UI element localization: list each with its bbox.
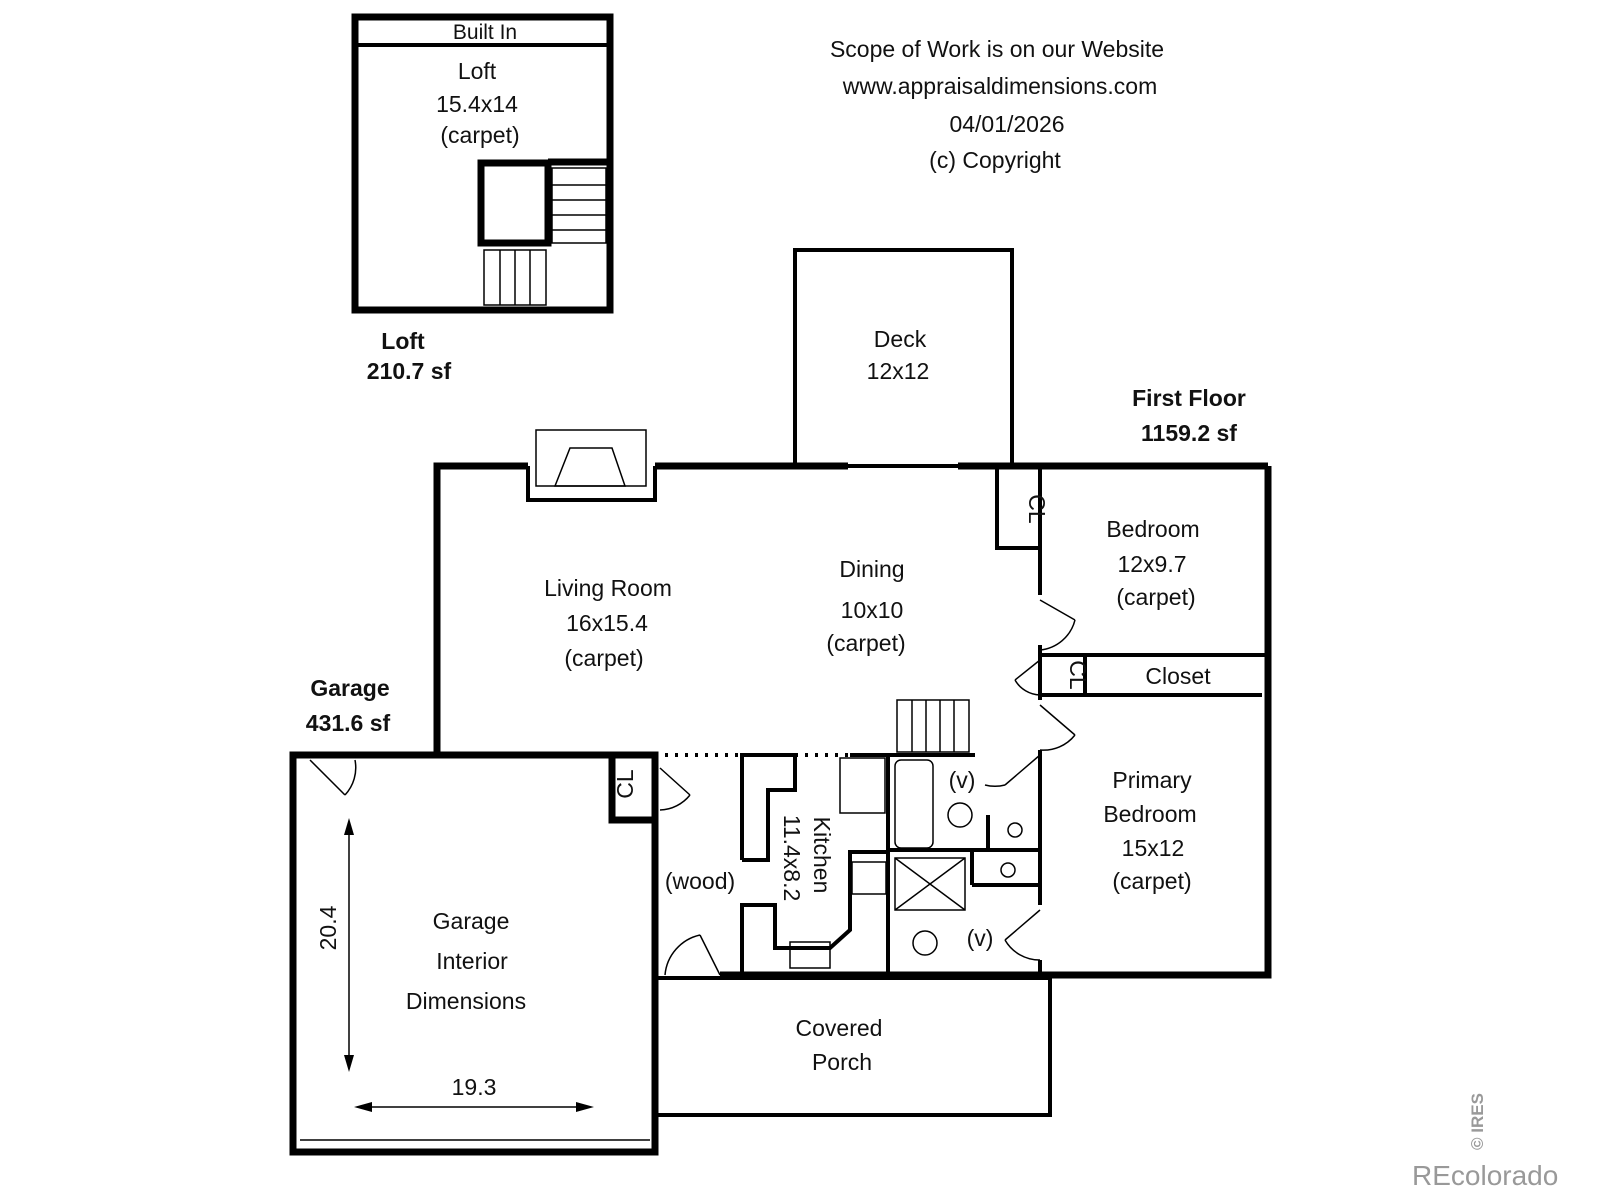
recolorado-watermark: REcolorado (1412, 1160, 1558, 1191)
kitchen-name: Kitchen (809, 817, 835, 894)
deck-name: Deck (874, 326, 927, 352)
garage-area-value: 431.6 sf (306, 710, 391, 736)
built-in-label: Built In (453, 21, 517, 44)
dining-dims: 10x10 (841, 597, 904, 623)
fireplace-icon (526, 429, 657, 502)
garage-area-title: Garage (310, 675, 389, 701)
primary-floor: (carpet) (1112, 868, 1191, 894)
garage-width: 19.3 (452, 1074, 497, 1100)
living-dims: 16x15.4 (566, 610, 648, 636)
primary-dims: 15x12 (1122, 835, 1185, 861)
wood-label: (wood) (665, 868, 735, 894)
loft-name: Loft (458, 58, 497, 84)
loft-floor: (carpet) (440, 122, 519, 148)
first-floor-area: 1159.2 sf (1141, 420, 1237, 446)
garage-line-3: Dimensions (406, 988, 526, 1014)
loft-area-value: 210.7 sf (367, 358, 452, 384)
porch-line-2: Porch (812, 1049, 872, 1075)
garage-line-1: Garage (433, 908, 510, 934)
deck-dims: 12x12 (867, 358, 930, 384)
ires-watermark: © IRES (1468, 1093, 1487, 1150)
bedroom-name: Bedroom (1106, 516, 1199, 542)
closet-label: Closet (1145, 663, 1211, 689)
porch-line-1: Covered (796, 1015, 883, 1041)
kitchen-dims: 11.4x8.2 (779, 815, 805, 902)
first-floor-walls (309, 462, 1272, 979)
bedroom-floor: (carpet) (1116, 584, 1195, 610)
copyright-text: (c) Copyright (929, 147, 1061, 173)
scope-text: Scope of Work is on our Website (830, 36, 1164, 62)
primary-name-1: Primary (1112, 767, 1192, 793)
dining-name: Dining (839, 556, 904, 582)
cl-label-bedroom: CL (1024, 494, 1050, 524)
cl-label-entry: CL (612, 769, 638, 799)
dining-floor: (carpet) (826, 630, 905, 656)
garage-line-2: Interior (436, 948, 508, 974)
loft-plan (351, 13, 614, 314)
vent-label-1: (v) (949, 767, 976, 793)
loft-area-title: Loft (381, 328, 425, 354)
living-floor: (carpet) (564, 645, 643, 671)
loft-dims: 15.4x14 (436, 91, 518, 117)
bedroom-dims: 12x9.7 (1117, 551, 1186, 577)
porch-outline (655, 976, 1052, 1117)
living-name: Living Room (544, 575, 672, 601)
garage-walls (289, 751, 659, 1156)
first-floor-title: First Floor (1132, 385, 1246, 411)
website-text: www.appraisaldimensions.com (842, 73, 1157, 99)
cl-label-hall: CL (1065, 660, 1091, 690)
garage-depth: 20.4 (315, 905, 341, 950)
vent-label-2: (v) (967, 925, 994, 951)
primary-name-2: Bedroom (1103, 801, 1196, 827)
date-text: 04/01/2026 (949, 111, 1064, 137)
